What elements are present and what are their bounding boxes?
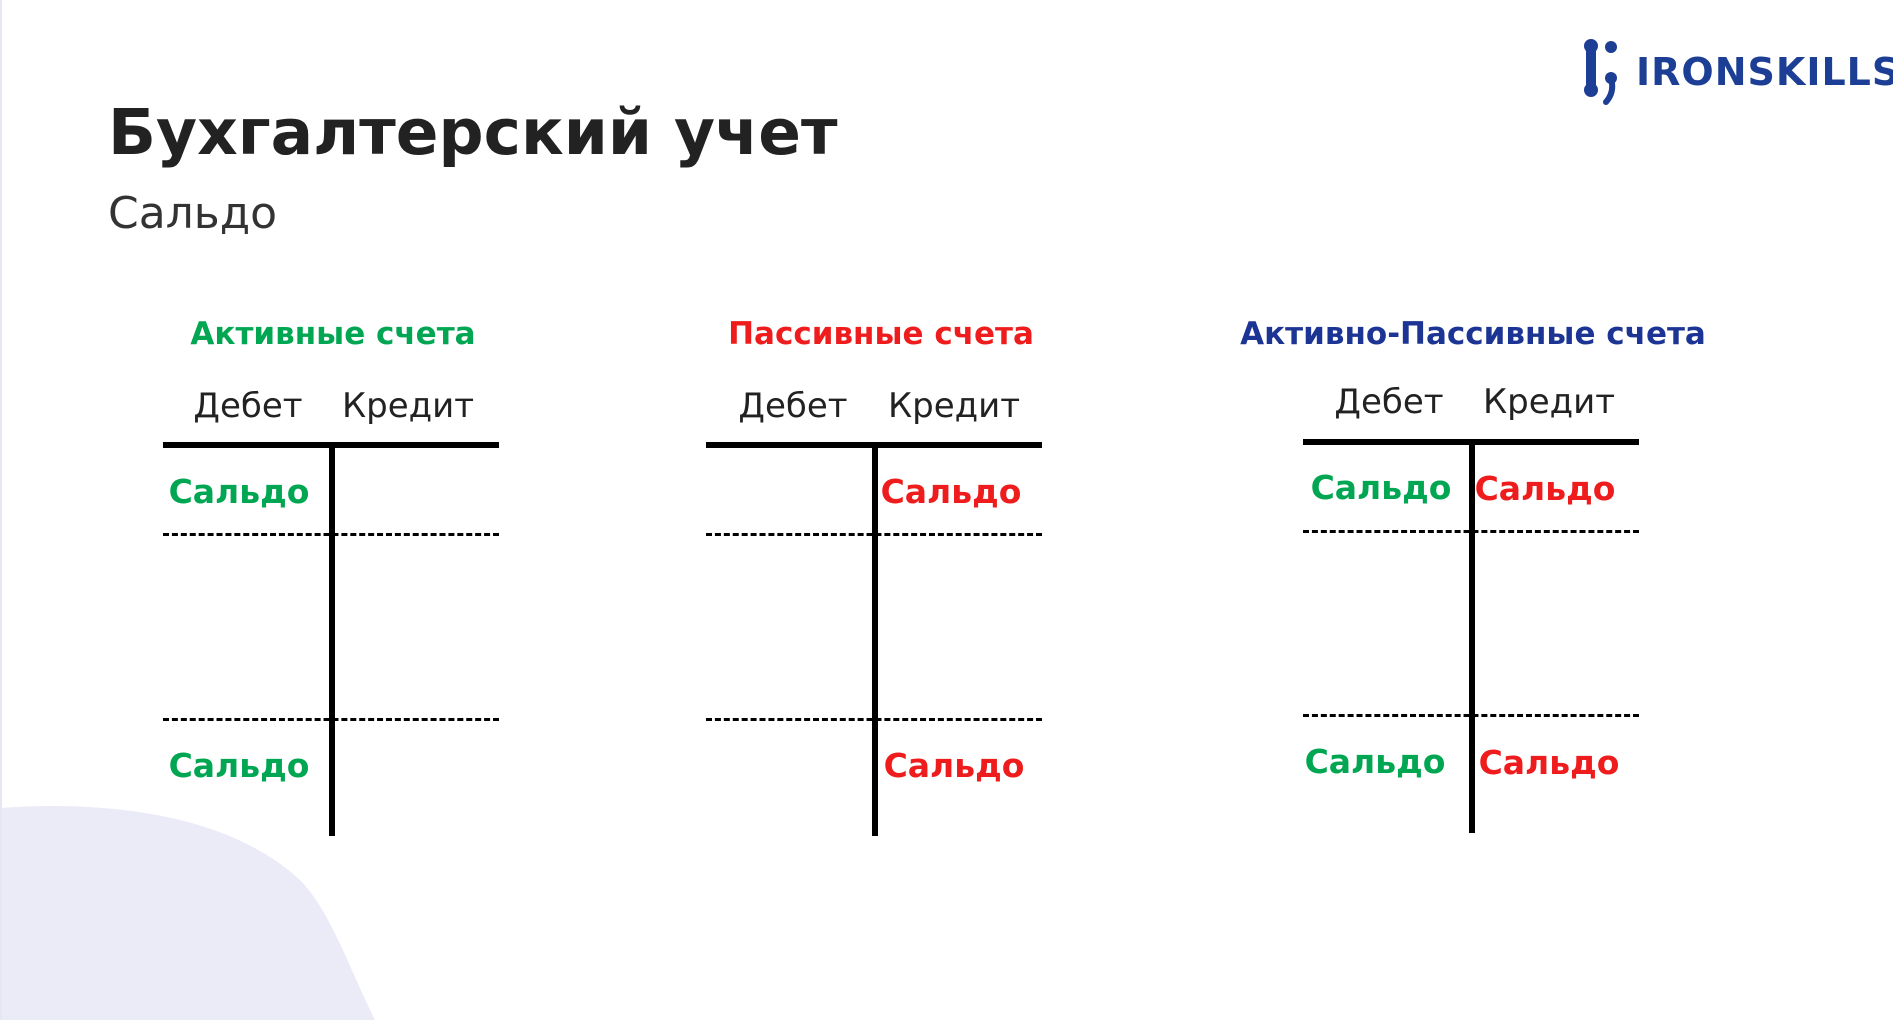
t-account-passive: Пассивные счета Дебет Кредит Сальдо Саль… bbox=[706, 316, 1046, 836]
ironskills-logo-icon bbox=[1584, 39, 1617, 105]
left-edge-line bbox=[0, 0, 2, 1020]
debit-label: Дебет bbox=[193, 386, 303, 426]
opening-dash-line bbox=[706, 533, 1042, 536]
opening-dash-line bbox=[163, 533, 499, 536]
page-subtitle: Сальдо bbox=[108, 188, 278, 239]
ironskills-logo: IRONSKILLS bbox=[1578, 38, 1893, 106]
closing-dash-line bbox=[163, 718, 499, 721]
closing-debit-saldo: Сальдо bbox=[1304, 742, 1446, 781]
opening-credit-saldo: Сальдо bbox=[880, 472, 1022, 511]
opening-debit-saldo: Сальдо bbox=[1310, 468, 1452, 507]
credit-label: Кредит bbox=[341, 386, 475, 426]
closing-credit-saldo: Сальдо bbox=[883, 746, 1025, 785]
closing-debit-saldo: Сальдо bbox=[168, 746, 310, 785]
t-vertical-line bbox=[1469, 439, 1475, 833]
closing-dash-line bbox=[706, 718, 1042, 721]
credit-label: Кредит bbox=[887, 386, 1021, 426]
debit-label: Дебет bbox=[738, 386, 848, 426]
opening-dash-line bbox=[1303, 530, 1639, 533]
opening-credit-saldo: Сальдо bbox=[1474, 469, 1616, 508]
page-title: Бухгалтерский учет bbox=[108, 96, 838, 169]
closing-credit-saldo: Сальдо bbox=[1478, 743, 1620, 782]
t-account-active-passive: Активно-Пассивные счета Дебет Кредит Сал… bbox=[1240, 316, 1706, 836]
t-vertical-line bbox=[872, 442, 878, 836]
logo-text: IRONSKILLS bbox=[1636, 50, 1893, 94]
closing-dash-line bbox=[1303, 714, 1639, 717]
account-title: Активные счета bbox=[190, 316, 476, 352]
credit-label: Кредит bbox=[1482, 382, 1616, 422]
debit-label: Дебет bbox=[1334, 382, 1444, 422]
t-account-active: Активные счета Дебет Кредит Сальдо Сальд… bbox=[163, 316, 503, 836]
account-title: Пассивные счета bbox=[728, 316, 1034, 352]
opening-debit-saldo: Сальдо bbox=[168, 472, 310, 511]
account-title: Активно-Пассивные счета bbox=[1240, 316, 1706, 352]
t-vertical-line bbox=[329, 442, 335, 836]
